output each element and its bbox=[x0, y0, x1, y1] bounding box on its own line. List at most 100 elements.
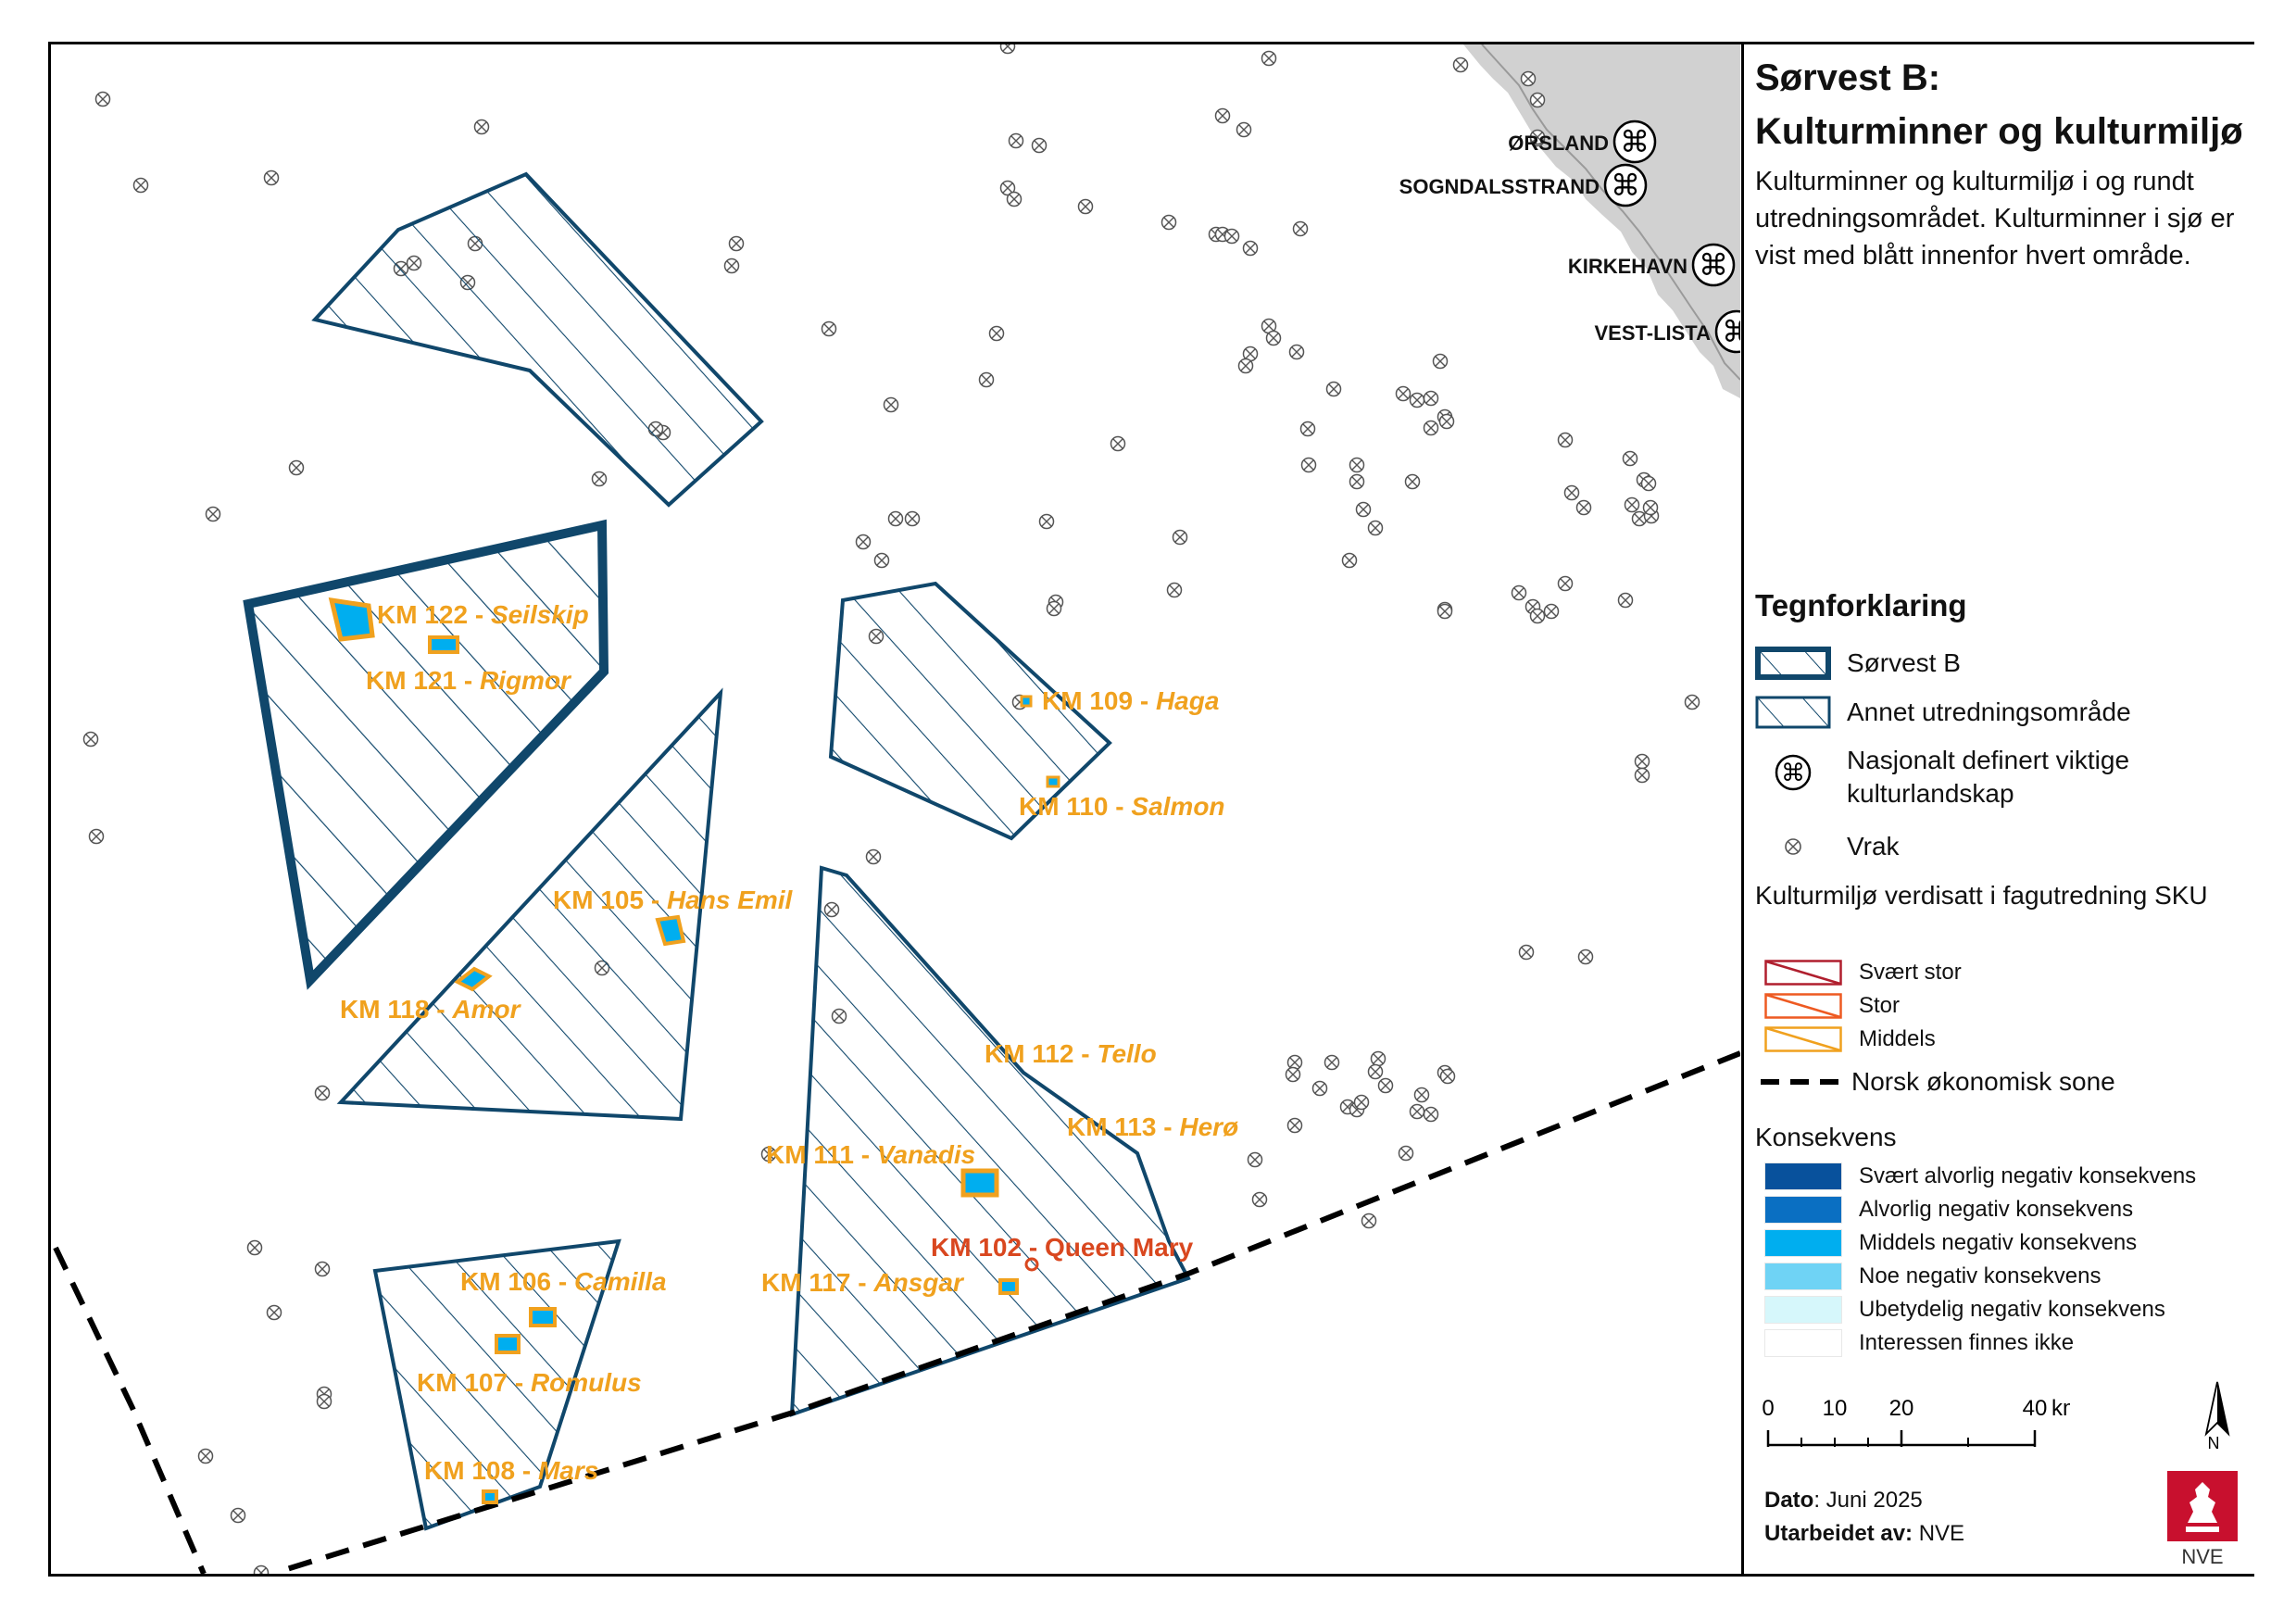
wreck-icon bbox=[1423, 420, 1439, 436]
wreck-icon bbox=[1624, 496, 1640, 513]
legend-middels-swatch bbox=[1764, 1026, 1842, 1052]
legend-svaert-stor-label: Svært stor bbox=[1859, 960, 1962, 985]
legend-konsekvens-swatch bbox=[1764, 1162, 1842, 1190]
legend-konsekvens-swatch bbox=[1764, 1263, 1842, 1290]
km-label: KM 107 - Romulus bbox=[417, 1368, 642, 1397]
legend-konsekvens-title: Konsekvens bbox=[1755, 1123, 1897, 1151]
landscape-icon: ⌘KIRKEHAVN bbox=[1568, 243, 1736, 287]
km-label: KM 110 - Salmon bbox=[1019, 792, 1225, 821]
wreck-icon bbox=[246, 1239, 263, 1256]
wreck-icon bbox=[1353, 1094, 1370, 1111]
landscape-icon: ⌘SOGNDALSSTRAND bbox=[1399, 163, 1648, 207]
landscape-label: VEST-LISTA bbox=[1595, 321, 1712, 345]
wreck-icon bbox=[1077, 198, 1094, 215]
wreck-icon bbox=[1311, 1080, 1328, 1097]
area-central-east[interactable] bbox=[828, 581, 1112, 841]
wreck-icon bbox=[723, 258, 740, 274]
map-title-line2: Kulturminner og kulturmiljø bbox=[1755, 111, 2243, 152]
legend-stor-swatch bbox=[1764, 993, 1842, 1019]
km-label: KM 113 - Herø bbox=[1067, 1112, 1238, 1141]
area-southwest[interactable] bbox=[372, 1238, 621, 1531]
wreck-icon bbox=[855, 534, 872, 550]
area-central-west[interactable] bbox=[336, 687, 723, 1122]
wreck-icon bbox=[1785, 838, 1801, 855]
km-label: KM 121 - Rigmor bbox=[366, 666, 572, 695]
wreck-icon bbox=[1404, 473, 1421, 490]
legend-vrak-label: Vrak bbox=[1847, 832, 1900, 861]
area-nw[interactable] bbox=[311, 171, 764, 508]
wreck-icon bbox=[1622, 450, 1638, 467]
wreck-icon bbox=[1236, 121, 1252, 138]
wreck-icon bbox=[591, 471, 608, 487]
wreck-icon bbox=[1684, 694, 1700, 710]
landscape-icon: ⌘ØRSLAND bbox=[1508, 119, 1657, 164]
area-sorvest-b[interactable] bbox=[243, 519, 609, 990]
wreck-icon bbox=[1529, 92, 1546, 108]
wreck-icon bbox=[1398, 1145, 1414, 1162]
map-description: Kulturminner og kulturmiljø i og rundt u… bbox=[1755, 167, 2235, 270]
wreck-icon bbox=[1642, 499, 1659, 516]
km-label: KM 111 - Vanadis bbox=[766, 1140, 975, 1169]
wreck-icon bbox=[1265, 330, 1282, 346]
wreck-icon bbox=[978, 371, 995, 388]
wreck-icon bbox=[1110, 435, 1126, 452]
scalebar-tick-0: 0 bbox=[1762, 1396, 1774, 1421]
km-label: KM 102 - Queen Mary bbox=[931, 1233, 1194, 1262]
wreck-icon bbox=[1300, 457, 1317, 473]
wreck-icon bbox=[1286, 1117, 1303, 1134]
landscape-label: ØRSLAND bbox=[1508, 132, 1609, 155]
legend-eez-label: Norsk økonomisk sone bbox=[1851, 1067, 2115, 1096]
nve-logo-icon: NVE bbox=[2167, 1471, 2238, 1568]
legend-panel: Sørvest B: Kulturminner og kulturmiljø K… bbox=[1741, 44, 2254, 1574]
wreck-icon bbox=[1172, 529, 1188, 546]
wreck-icon bbox=[1031, 137, 1048, 154]
legend-konsekvens-label: Middels negativ konsekvens bbox=[1859, 1230, 2138, 1255]
legend-konsekvens-label: Alvorlig negativ konsekvens bbox=[1859, 1197, 2134, 1222]
wreck-icon bbox=[1529, 129, 1546, 145]
wreck-icon bbox=[263, 170, 280, 186]
legend-konsekvens-label: Interessen finnes ikke bbox=[1859, 1330, 2075, 1355]
map-title-line1: Sørvest B: bbox=[1755, 57, 1941, 98]
wreck-icon bbox=[1324, 1054, 1340, 1071]
km-label: KM 118 - Amor bbox=[340, 995, 522, 1024]
wreck-icon bbox=[314, 1261, 331, 1277]
wreck-icon bbox=[1640, 475, 1657, 492]
wreck-icon bbox=[1008, 132, 1024, 149]
wreck-icon bbox=[1214, 107, 1231, 124]
wreck-icon bbox=[316, 1393, 332, 1410]
legend-svaert-stor-swatch bbox=[1764, 960, 1842, 986]
legend-sorvest-b-swatch bbox=[1755, 647, 1831, 680]
wreck-icon bbox=[728, 235, 745, 252]
land-coast bbox=[1463, 44, 1740, 398]
wreck-icon bbox=[1634, 767, 1650, 784]
wreck-icon bbox=[1325, 381, 1342, 397]
scalebar-tick-40: 40 bbox=[2023, 1396, 2048, 1421]
wreck-icon bbox=[1575, 499, 1592, 516]
wreck-icon bbox=[1242, 240, 1259, 257]
wreck-icon bbox=[1361, 1213, 1377, 1229]
wreck-icon bbox=[288, 459, 305, 476]
svg-text:⌘: ⌘ bbox=[1611, 169, 1640, 202]
landscape-icon: ⌘ bbox=[1775, 754, 1812, 791]
wreck-icon bbox=[1285, 1066, 1301, 1083]
wreck-icon bbox=[1355, 501, 1372, 518]
wreck-icon bbox=[1543, 603, 1560, 620]
svg-text:⌘: ⌘ bbox=[1781, 759, 1805, 786]
wreck-icon bbox=[1634, 753, 1650, 770]
km-label: KM 109 - Haga bbox=[1042, 686, 1219, 715]
wreck-icon bbox=[1423, 390, 1439, 407]
legend-sorvest-b-label: Sørvest B bbox=[1847, 648, 1961, 677]
wreck-icon bbox=[1288, 344, 1305, 360]
wreck-icon bbox=[1341, 552, 1358, 569]
wreck-icon bbox=[999, 44, 1016, 55]
wreck-icon bbox=[883, 396, 899, 413]
wreck-icon bbox=[1395, 385, 1411, 402]
km-label: KM 112 - Tello bbox=[985, 1039, 1157, 1068]
wreck-icon bbox=[1247, 1151, 1263, 1168]
wreck-icon bbox=[82, 731, 99, 748]
wreck-icon bbox=[1367, 520, 1384, 536]
landscape-label: KIRKEHAVN bbox=[1568, 255, 1687, 278]
landscape-icon: ⌘VEST-LISTA bbox=[1595, 309, 1740, 354]
